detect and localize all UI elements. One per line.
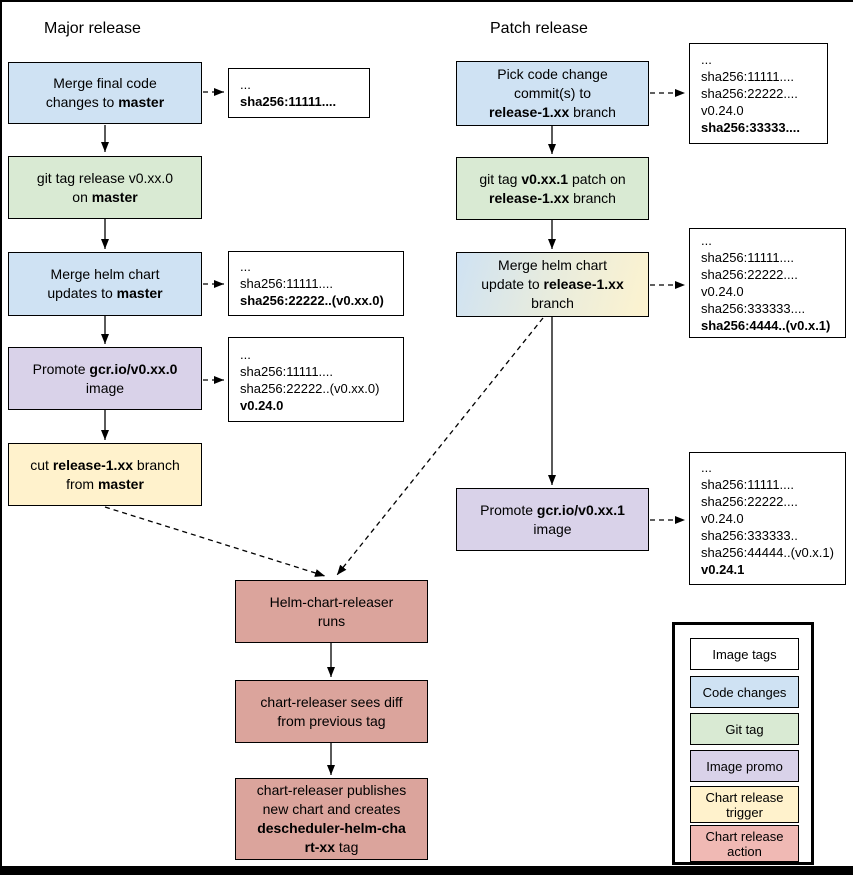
legend-item-image-tags: Image tags [690, 638, 799, 670]
dashed-arrow-cut-to-releaser [104, 506, 326, 577]
tag-box-major-after-helm: ...sha256:11111....sha256:22222..(v0.xx.… [228, 251, 404, 316]
tag-box-patch-after-helm: ...sha256:11111....sha256:22222....v0.24… [689, 228, 846, 338]
legend-item-chart-action: Chart release action [690, 825, 799, 862]
major-release-title: Major release [44, 20, 141, 37]
legend-item-image-promo: Image promo [690, 750, 799, 782]
tag-box-patch-after-pick: ...sha256:11111....sha256:22222....v0.24… [689, 43, 828, 144]
frame-border-left [0, 0, 2, 875]
frame-border-bottom [0, 866, 853, 875]
frame-border-top [0, 0, 853, 2]
legend: Image tags Code changes Git tag Image pr… [672, 622, 814, 865]
tag-box-patch-after-promo: ...sha256:11111....sha256:22222....v0.24… [689, 452, 846, 585]
patch-release-title: Patch release [490, 20, 588, 37]
tag-box-major-after-code: ...sha256:11111.... [228, 68, 370, 118]
tag-box-major-after-promo: ...sha256:11111....sha256:22222..(v0.xx.… [228, 337, 404, 422]
legend-item-chart-trigger: Chart release trigger [690, 786, 799, 823]
legend-item-code-changes: Code changes [690, 676, 799, 708]
legend-item-git-tag: Git tag [690, 713, 799, 745]
